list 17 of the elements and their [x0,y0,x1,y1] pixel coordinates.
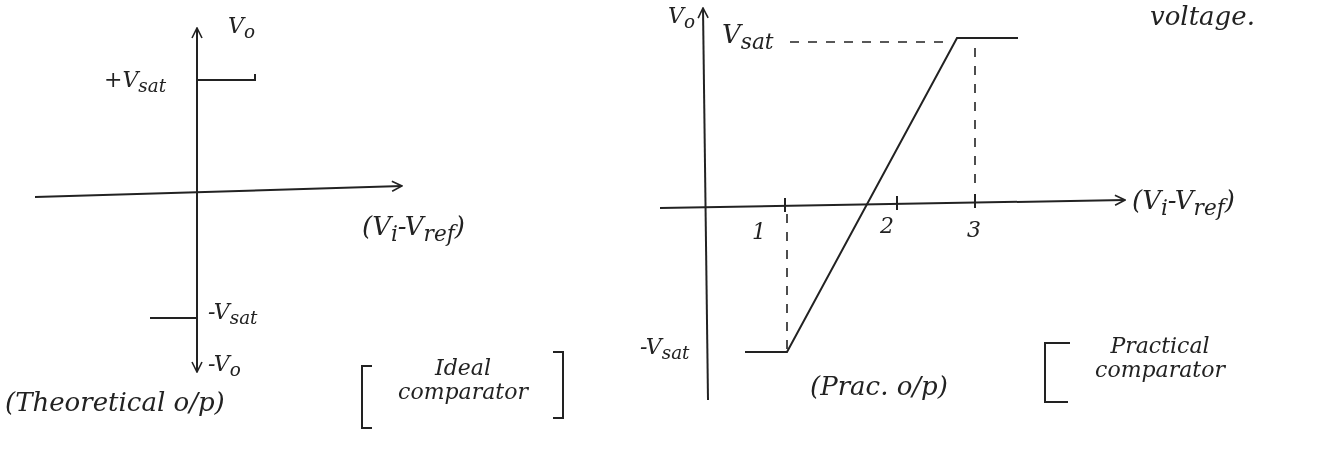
tick-label: 1 [752,220,766,245]
level-label: -V$_{sat}$ [640,335,690,364]
level-label: V$_{sat}$ [722,20,774,54]
note-text: voltage. [1150,2,1255,31]
caption: Practical comparator [1094,334,1227,383]
tick-label: 3 [967,218,981,243]
tick-label: 2 [880,214,894,239]
axis-label: V$_{o}$ [668,4,695,33]
caption: (Prac. o/p) [810,372,948,401]
level-label: +V$_{sat}$ [104,68,167,97]
caption: Ideal comparator [397,356,530,405]
axis-label: (V$_{i}$-V$_{ref}$) [1132,186,1235,220]
axis-label: (V$_{i}$-V$_{ref}$) [362,212,465,246]
caption: (Theoretical o/p) [5,388,225,417]
axis-label: V$_{o}$ [228,14,255,43]
level-label: -V$_{sat}$ [208,300,258,329]
axis-label: -V$_{o}$ [208,352,241,381]
